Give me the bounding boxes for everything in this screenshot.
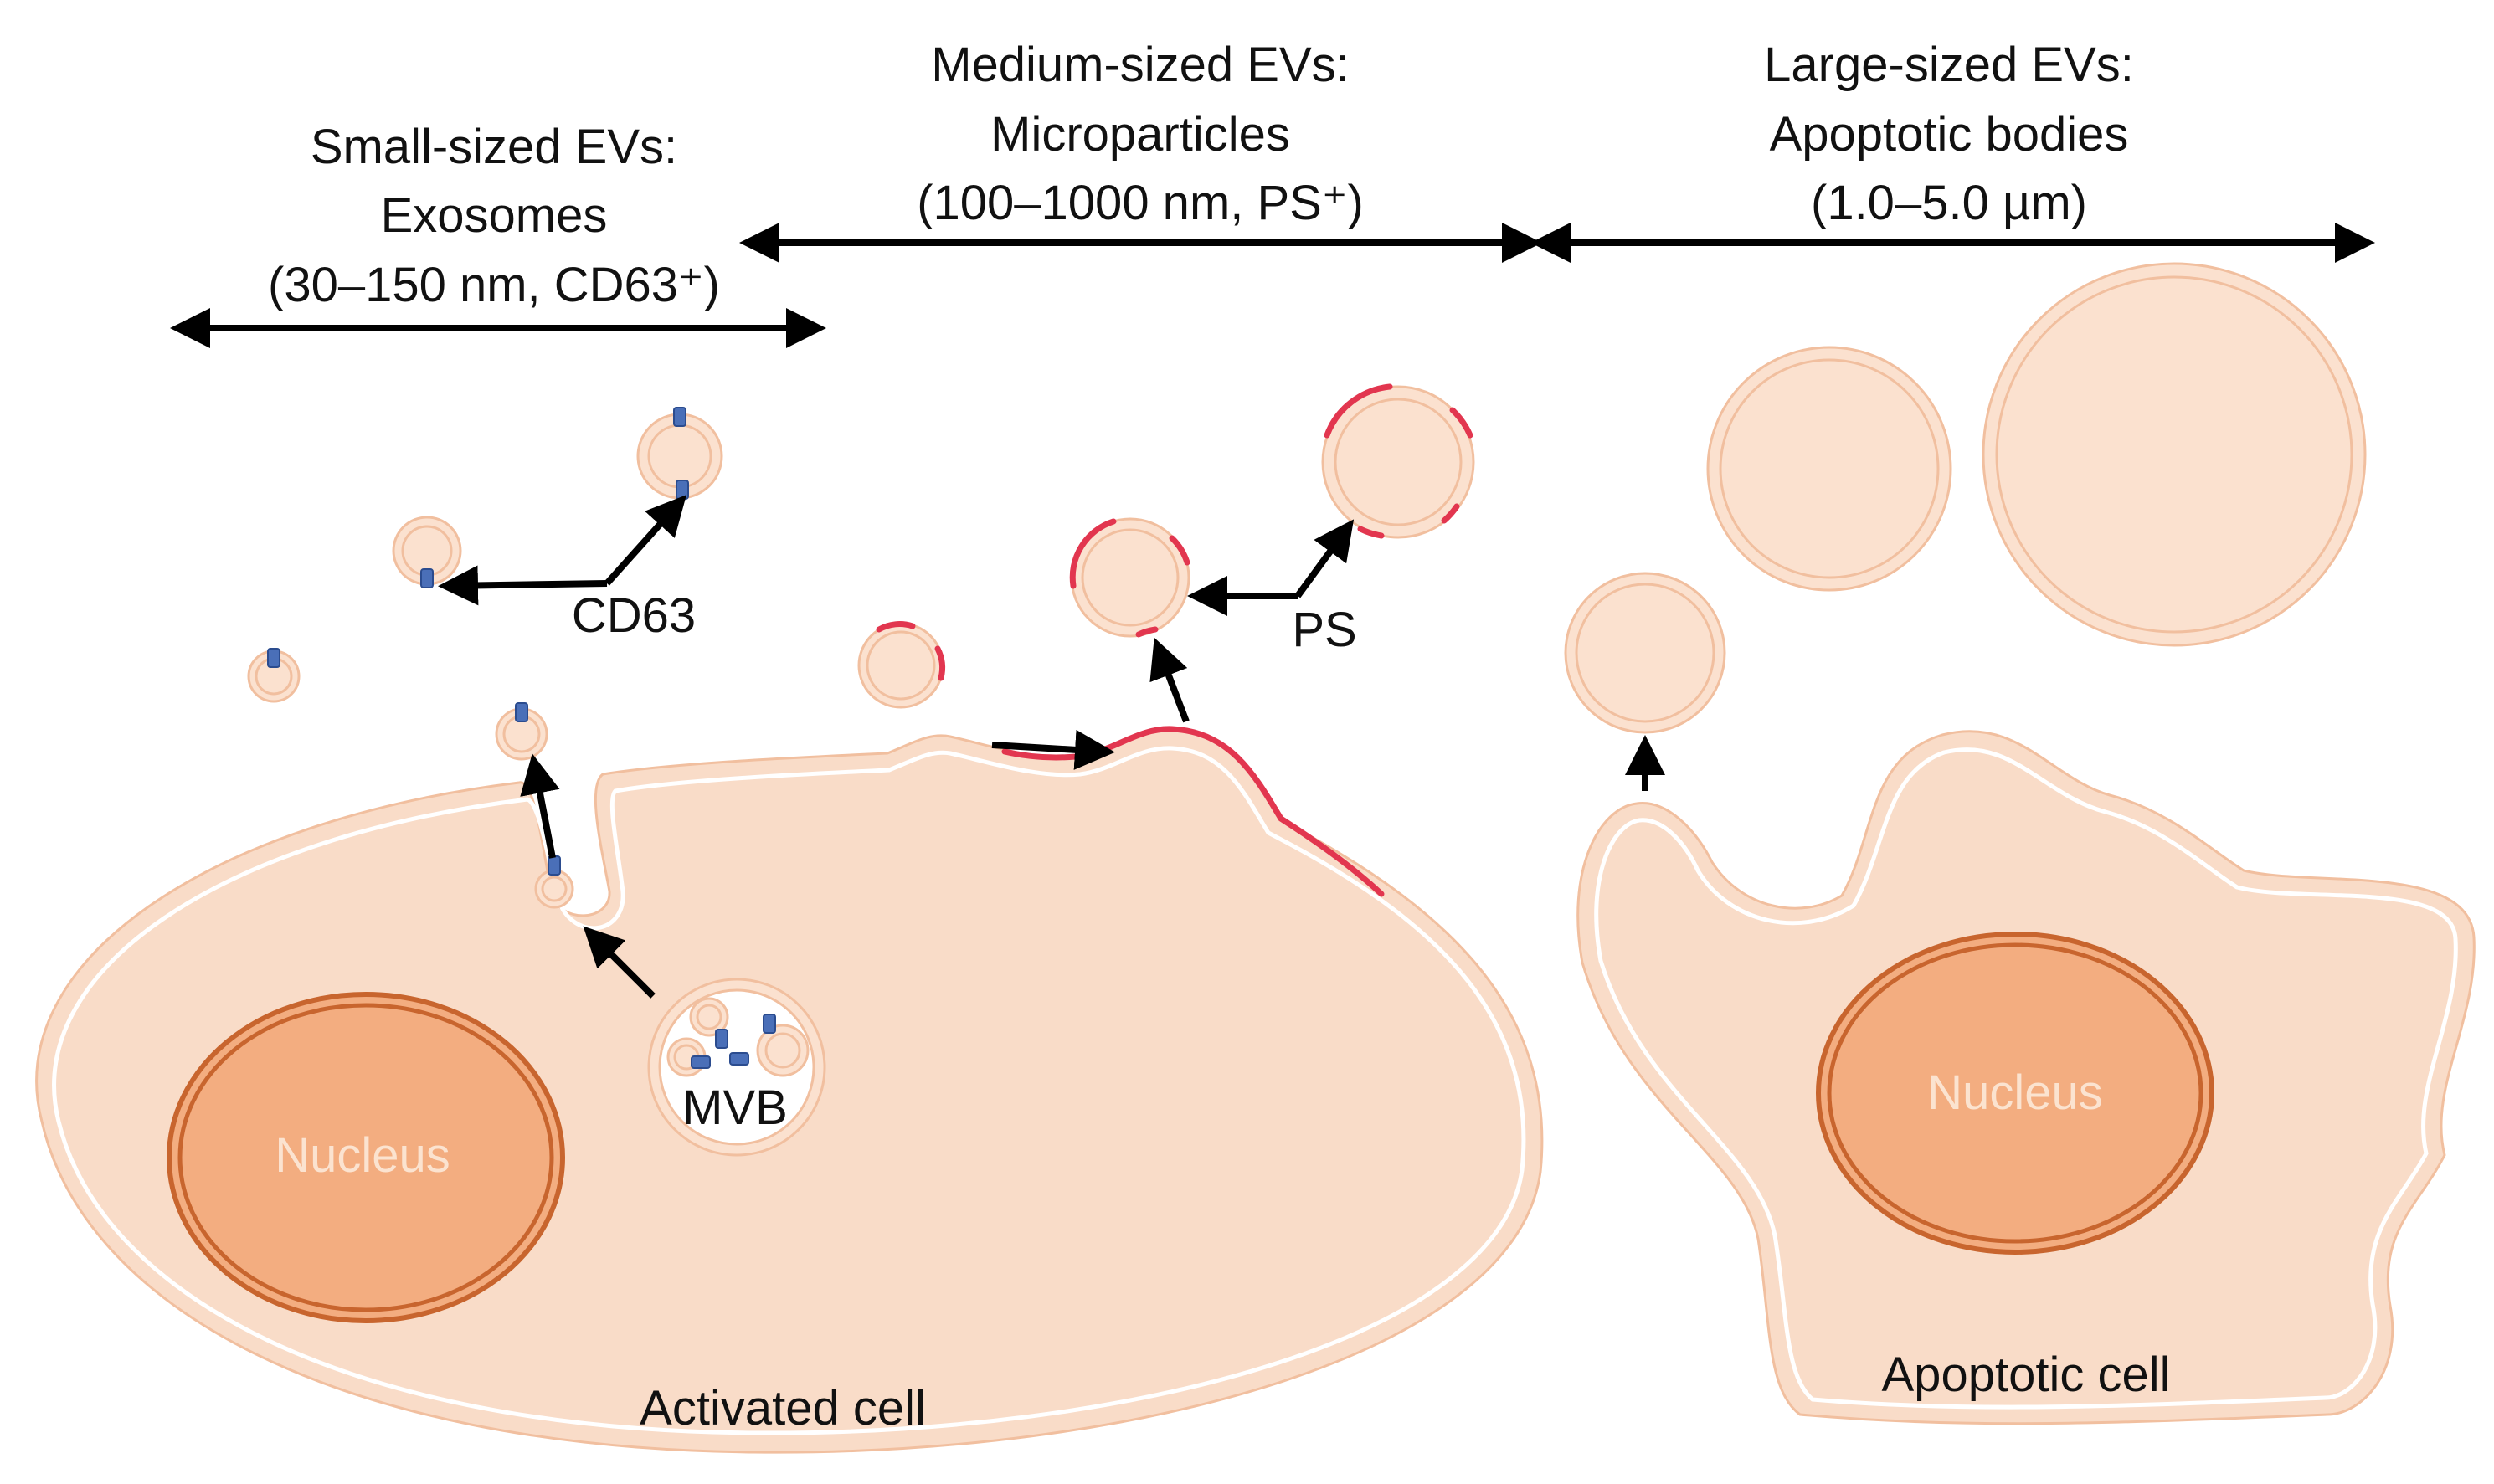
cd63-marker: [267, 648, 280, 668]
heading-medium-evs: Medium-sized EVs: Microparticles (100–10…: [917, 38, 1364, 230]
heading-small-line3: (30–150 nm, CD63⁺): [268, 258, 720, 312]
cd63-marker: [729, 1052, 749, 1066]
cd63-marker: [715, 1029, 728, 1049]
exosome: [247, 648, 301, 703]
exosome-release-arrow: [520, 753, 560, 859]
heading-small-line1: Small-sized EVs:: [311, 120, 677, 174]
cd63-marker: [763, 1014, 776, 1034]
nucleus-right-label: Nucleus: [1927, 1066, 2103, 1120]
cd63-marker: [420, 568, 434, 588]
heading-large-evs: Large-sized EVs: Apoptotic bodies (1.0–5…: [1764, 38, 2134, 230]
heading-medium-line1: Medium-sized EVs:: [931, 38, 1350, 92]
heading-medium-line2: Microparticles: [990, 107, 1290, 162]
microparticle-budding-arrow: [1149, 637, 1190, 723]
cd63-marker: [515, 702, 528, 722]
mvb-fusion-arrow: [583, 926, 656, 999]
apoptotic-body: [1706, 346, 1952, 592]
microparticle: [1321, 383, 1475, 539]
ps-label: PS: [1292, 603, 1356, 657]
heading-small-evs: Small-sized EVs: Exosomes (30–150 nm, CD…: [268, 120, 720, 312]
microparticle: [857, 621, 945, 709]
microparticle: [1069, 517, 1190, 638]
apoptotic-cell-label: Apoptotic cell: [1882, 1348, 2171, 1402]
apoptotic-cell: Nucleus Apoptotic cell: [1576, 730, 2476, 1425]
apoptotic-body: [1564, 572, 1726, 734]
heading-large-line3: (1.0–5.0 µm): [1811, 176, 2087, 230]
nucleus-right: [1816, 932, 2214, 1255]
heading-large-line2: Apoptotic bodies: [1770, 107, 2129, 162]
cd63-arrow-right: [604, 495, 687, 586]
exosome: [636, 407, 723, 500]
mvb: MVB: [647, 978, 826, 1157]
ps-arrow-right: [1294, 519, 1355, 598]
cd63-label: CD63: [572, 588, 696, 643]
cd63-marker: [673, 407, 686, 427]
cd63-arrow-left: [438, 565, 608, 606]
apoptotic-body: [1982, 262, 2367, 647]
exosome: [495, 702, 548, 761]
heading-small-line2: Exosomes: [381, 188, 608, 243]
heading-large-line1: Large-sized EVs:: [1764, 38, 2134, 92]
nucleus-left: [167, 992, 565, 1323]
exosome: [392, 516, 462, 588]
activated-cell-label: Activated cell: [640, 1381, 926, 1435]
ps-translocation-arrow: [991, 729, 1115, 770]
nucleus-left-label: Nucleus: [275, 1128, 450, 1183]
cd63-marker: [691, 1055, 711, 1069]
cd63-marker: [676, 480, 689, 500]
heading-medium-line3: (100–1000 nm, PS⁺): [917, 176, 1364, 230]
cd63-marker: [548, 855, 561, 876]
mvb-label: MVB: [682, 1081, 788, 1135]
activated-cell: Nucleus MVB Activated cell: [35, 726, 1544, 1454]
